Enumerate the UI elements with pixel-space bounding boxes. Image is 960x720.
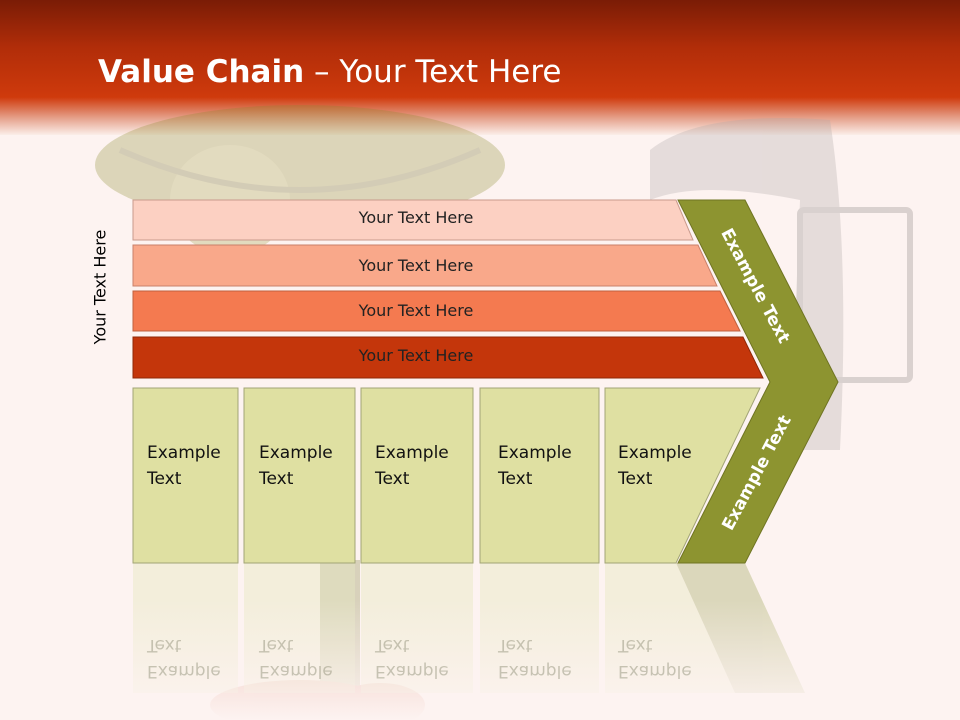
band-2[interactable]: [132, 244, 718, 287]
chevron-arrow[interactable]: [677, 199, 839, 564]
title-bold: Value Chain: [98, 54, 305, 90]
slide-title[interactable]: Value Chain – Your Text Here: [98, 54, 561, 90]
box-5[interactable]: [604, 387, 761, 564]
band-4-label: Your Text Here: [358, 346, 474, 365]
band-3[interactable]: [132, 290, 741, 332]
box-4[interactable]: [479, 387, 600, 564]
title-rest: – Your Text Here: [304, 54, 562, 90]
band-4[interactable]: [132, 336, 764, 379]
box-2[interactable]: [243, 387, 356, 564]
band-1[interactable]: [132, 199, 694, 241]
band-1-label: Your Text Here: [358, 208, 474, 227]
box-3[interactable]: [360, 387, 474, 564]
box-1[interactable]: [132, 387, 239, 564]
header-band: [0, 0, 960, 135]
band-2-label: Your Text Here: [358, 256, 474, 275]
band-3-label: Your Text Here: [358, 301, 474, 320]
